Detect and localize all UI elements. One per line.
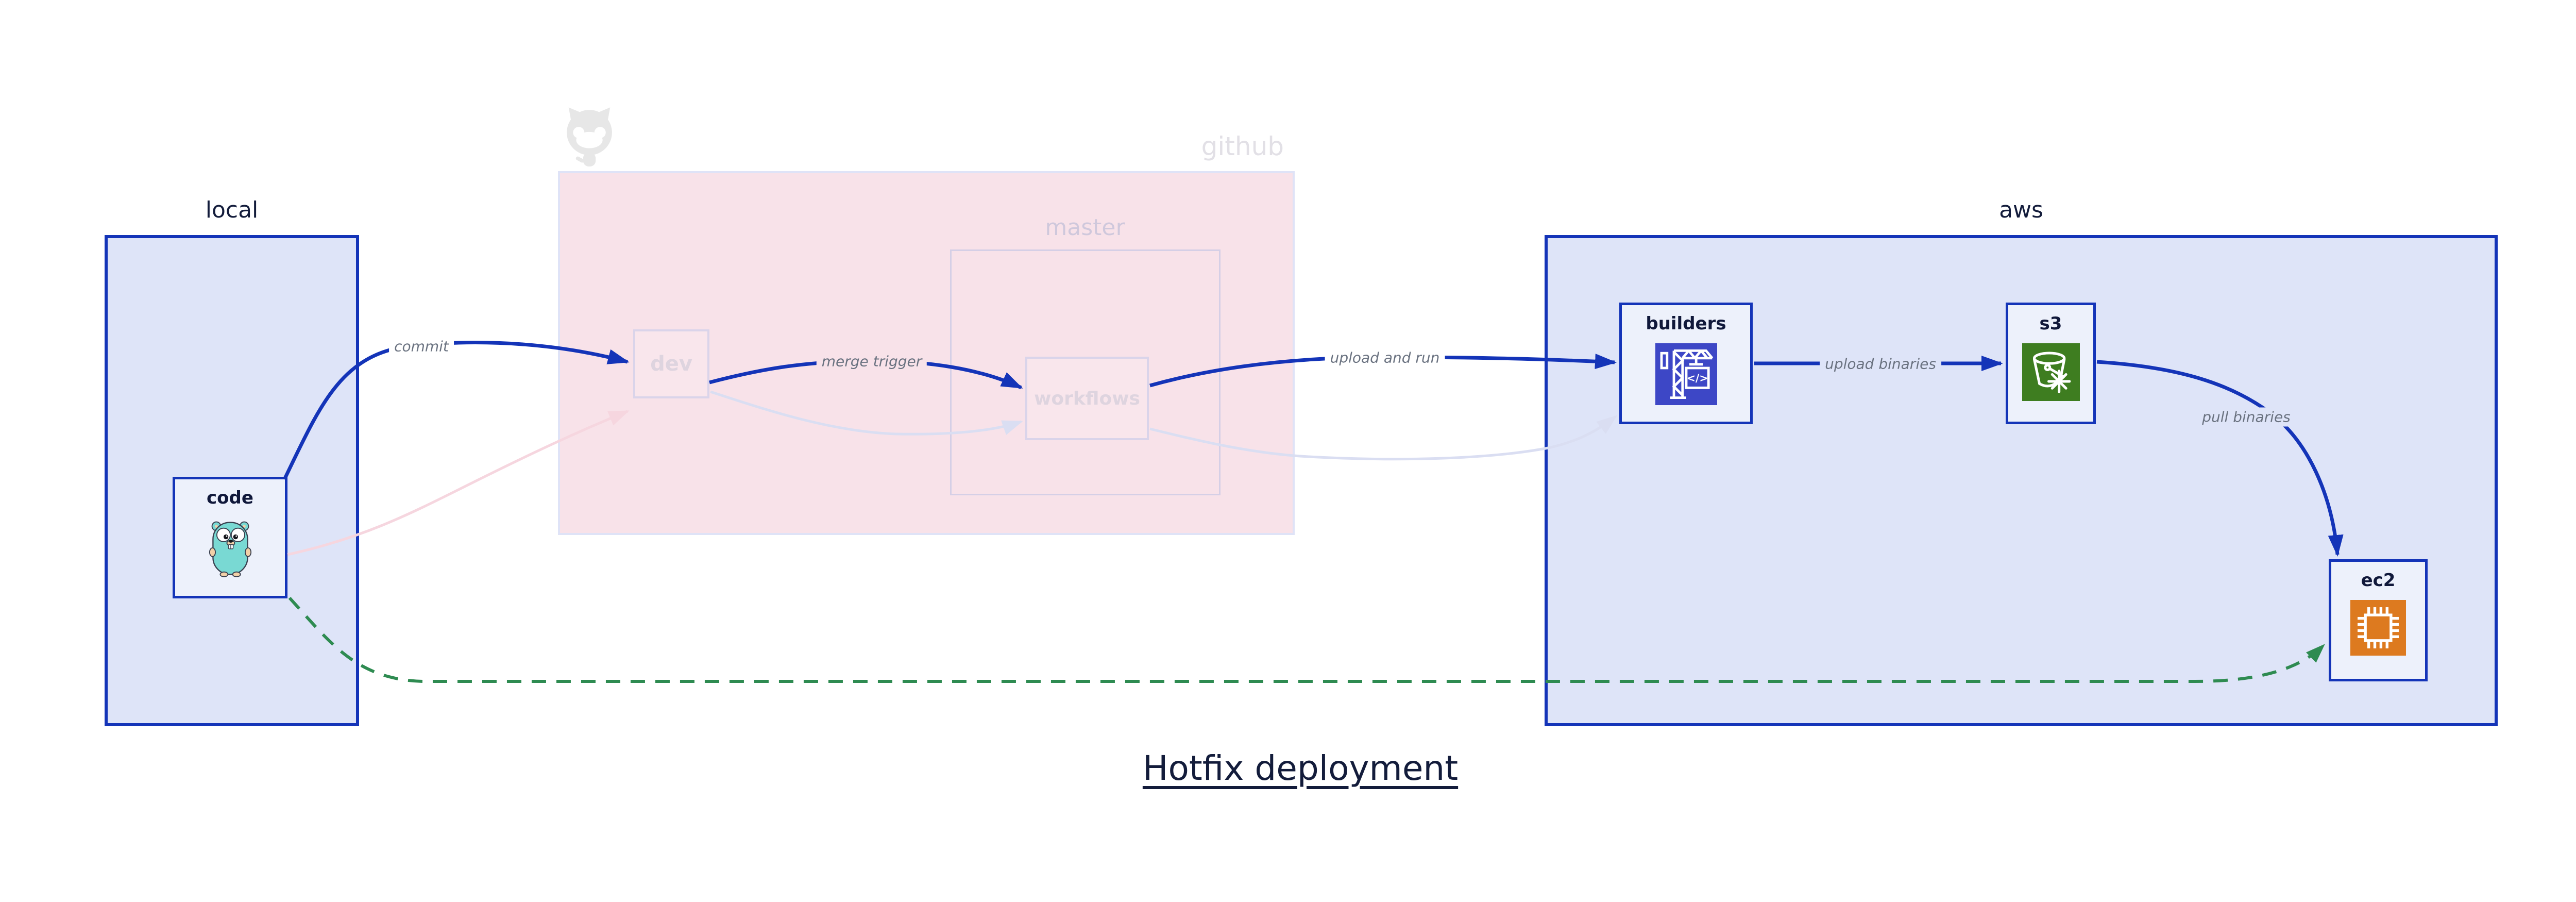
s3-node-label: s3: [2039, 313, 2062, 334]
aws-s3-glacier-icon: [2022, 343, 2080, 401]
workflows-node: workflows: [1025, 357, 1149, 440]
edge-label-merge-trigger: merge trigger: [816, 352, 927, 371]
ec2-node: ec2: [2329, 559, 2428, 681]
ec2-node-label: ec2: [2361, 570, 2396, 591]
diagram-title: Hotfix deployment: [1142, 748, 1459, 788]
builders-node: builders </>: [1619, 303, 1753, 424]
master-group-label: master: [1045, 214, 1125, 241]
edge-label-upload-and-run: upload and run: [1325, 348, 1445, 368]
local-group-label: local: [205, 197, 259, 223]
dev-node: dev: [633, 329, 709, 398]
go-gopher-icon: [209, 521, 251, 577]
svg-text:</>: </>: [1686, 372, 1708, 384]
dev-node-label: dev: [650, 352, 692, 376]
aws-ec2-icon: [2350, 600, 2406, 656]
edge-label-upload-binaries: upload binaries: [1820, 354, 1941, 374]
workflows-node-label: workflows: [1034, 388, 1140, 409]
edge-label-commit: commit: [389, 337, 454, 356]
code-node-label: code: [207, 488, 253, 508]
github-octocat-icon: [567, 107, 612, 166]
aws-codebuild-icon: </>: [1655, 343, 1717, 405]
builders-node-label: builders: [1646, 313, 1726, 334]
github-group-label: github: [1201, 131, 1284, 161]
aws-group-label: aws: [1999, 197, 2043, 223]
s3-node: s3: [2006, 303, 2096, 424]
code-node: code: [173, 477, 287, 598]
edge-label-pull-binaries: pull binaries: [2197, 407, 2296, 427]
